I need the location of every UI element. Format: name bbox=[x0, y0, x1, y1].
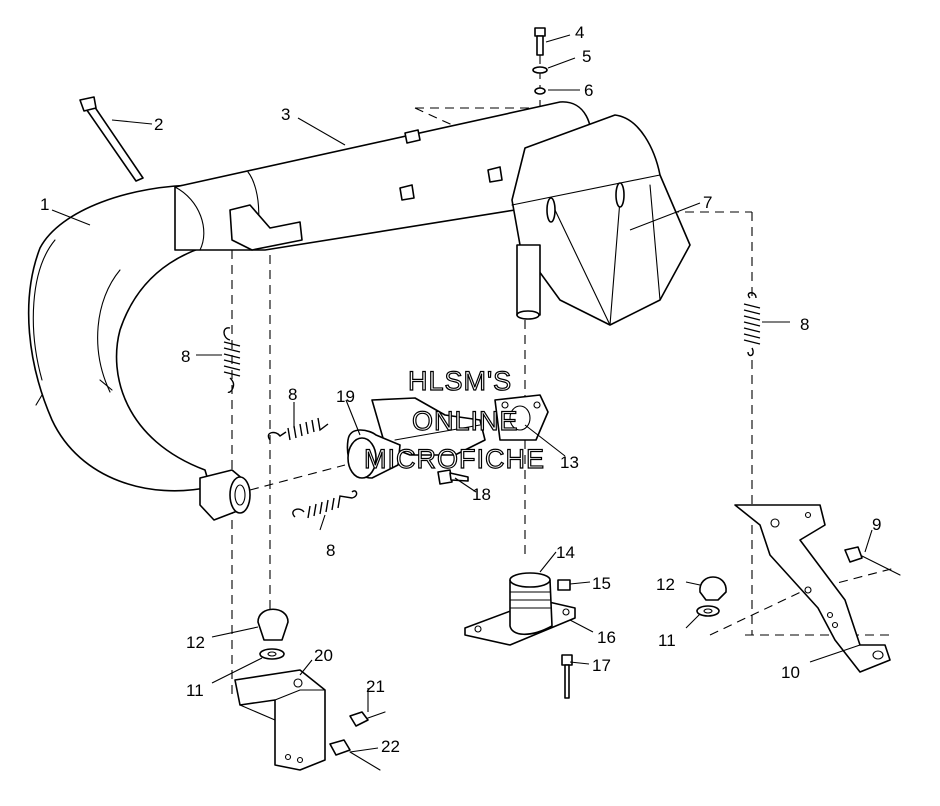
callout-21: 21 bbox=[366, 677, 385, 696]
callout-17: 17 bbox=[592, 656, 611, 675]
callout-8-upper: 8 bbox=[288, 385, 297, 404]
callout-numbers: 1 2 3 4 5 6 7 8 8 8 8 9 10 11 11 12 12 1… bbox=[40, 23, 881, 756]
watermark: HLSM'S ONLINE MICROFICHE bbox=[363, 365, 545, 474]
bolt-and-washers bbox=[532, 27, 548, 95]
callout-16: 16 bbox=[597, 628, 616, 647]
callout-22: 22 bbox=[381, 737, 400, 756]
callout-20: 20 bbox=[314, 646, 333, 665]
callout-3: 3 bbox=[281, 105, 290, 124]
springs bbox=[223, 292, 761, 519]
callout-19: 19 bbox=[336, 387, 355, 406]
callout-6: 6 bbox=[584, 81, 593, 100]
watermark-line-1: HLSM'S bbox=[408, 366, 512, 396]
left-bracket bbox=[234, 669, 386, 771]
callout-5: 5 bbox=[582, 47, 591, 66]
callout-4: 4 bbox=[575, 23, 584, 42]
callout-9: 9 bbox=[872, 515, 881, 534]
callout-8-left: 8 bbox=[181, 347, 190, 366]
watermark-line-3: MICROFICHE bbox=[364, 444, 545, 474]
strap bbox=[79, 96, 144, 182]
callout-11-right: 11 bbox=[658, 631, 676, 650]
callout-8-right: 8 bbox=[800, 315, 809, 334]
watermark-line-2: ONLINE bbox=[412, 406, 519, 436]
heat-shield bbox=[511, 114, 691, 326]
callout-14: 14 bbox=[556, 543, 575, 562]
right-bracket bbox=[734, 504, 901, 673]
rubber-mount bbox=[464, 572, 576, 699]
callout-12-right: 12 bbox=[656, 575, 675, 594]
callout-13: 13 bbox=[560, 453, 579, 472]
leader-lines bbox=[51, 34, 873, 753]
callout-2: 2 bbox=[154, 115, 163, 134]
callout-7: 7 bbox=[703, 193, 712, 212]
left-grommet bbox=[257, 608, 289, 660]
manifold bbox=[346, 394, 549, 485]
head-pipe bbox=[27, 184, 251, 521]
right-grommet bbox=[696, 576, 727, 617]
callout-10: 10 bbox=[781, 663, 800, 682]
callout-8-lower: 8 bbox=[326, 541, 335, 560]
callout-12-left: 12 bbox=[186, 633, 205, 652]
callout-11-left: 11 bbox=[186, 681, 204, 700]
callout-18: 18 bbox=[472, 485, 491, 504]
callout-1: 1 bbox=[40, 195, 49, 214]
callout-15: 15 bbox=[592, 574, 611, 593]
